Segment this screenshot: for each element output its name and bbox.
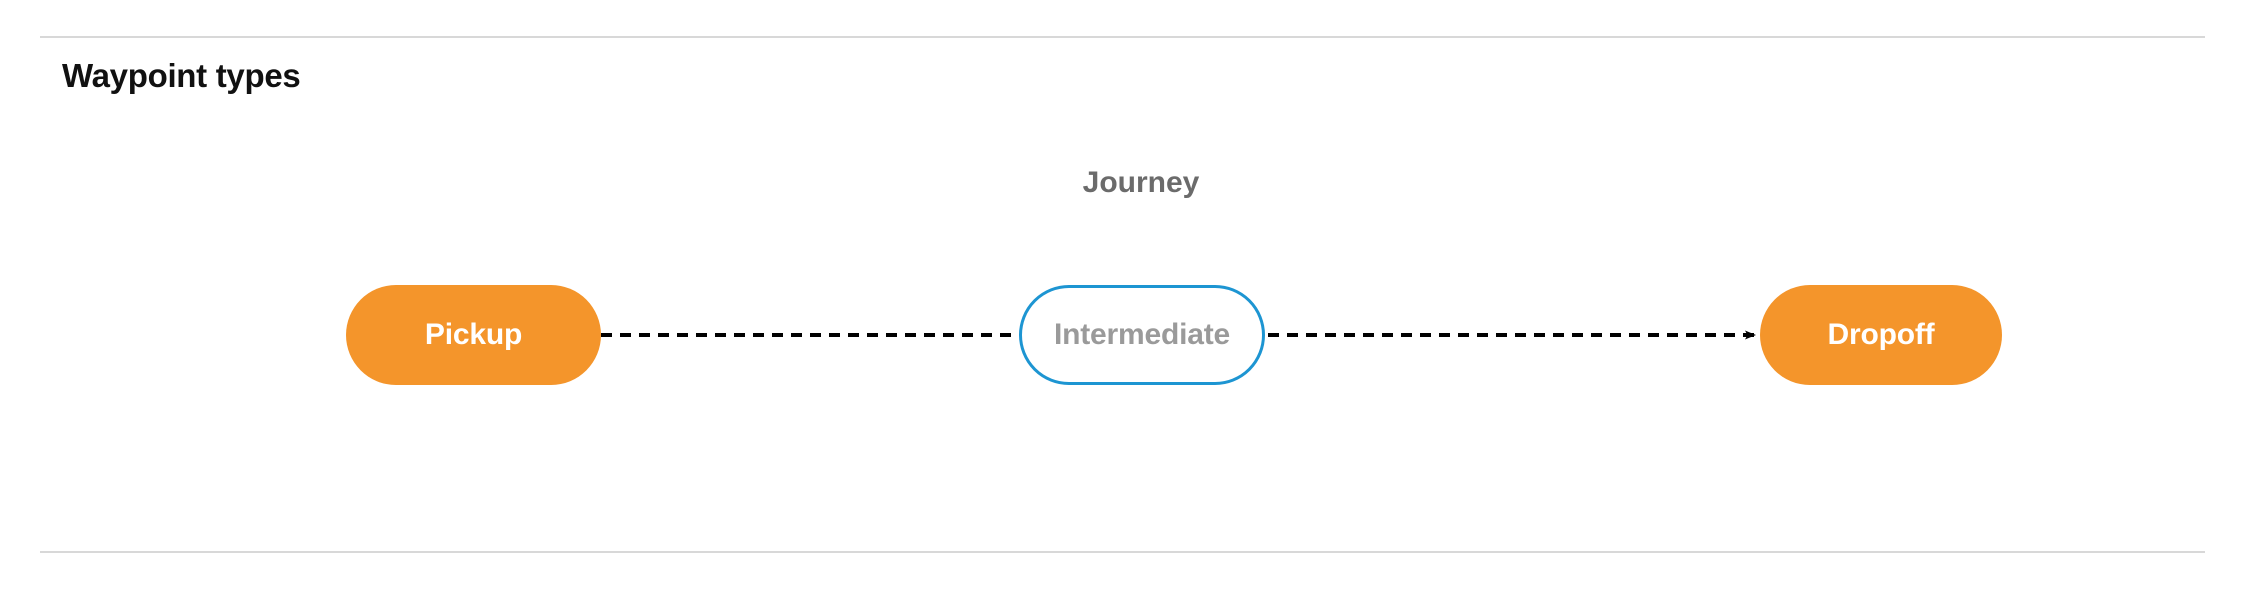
node-pickup-label: Pickup xyxy=(424,318,523,351)
node-pickup[interactable]: Pickup xyxy=(346,285,601,385)
node-dropoff[interactable]: Dropoff xyxy=(1760,285,2002,385)
section-divider-bottom xyxy=(40,551,2205,553)
node-intermediate[interactable]: Intermediate xyxy=(1019,285,1265,385)
section-divider-top xyxy=(40,36,2205,38)
journey-group-label: Journey xyxy=(1082,166,1200,199)
node-intermediate-label: Intermediate xyxy=(1054,318,1230,351)
page-title: Waypoint types xyxy=(62,57,301,94)
node-dropoff-label: Dropoff xyxy=(1827,318,1935,351)
